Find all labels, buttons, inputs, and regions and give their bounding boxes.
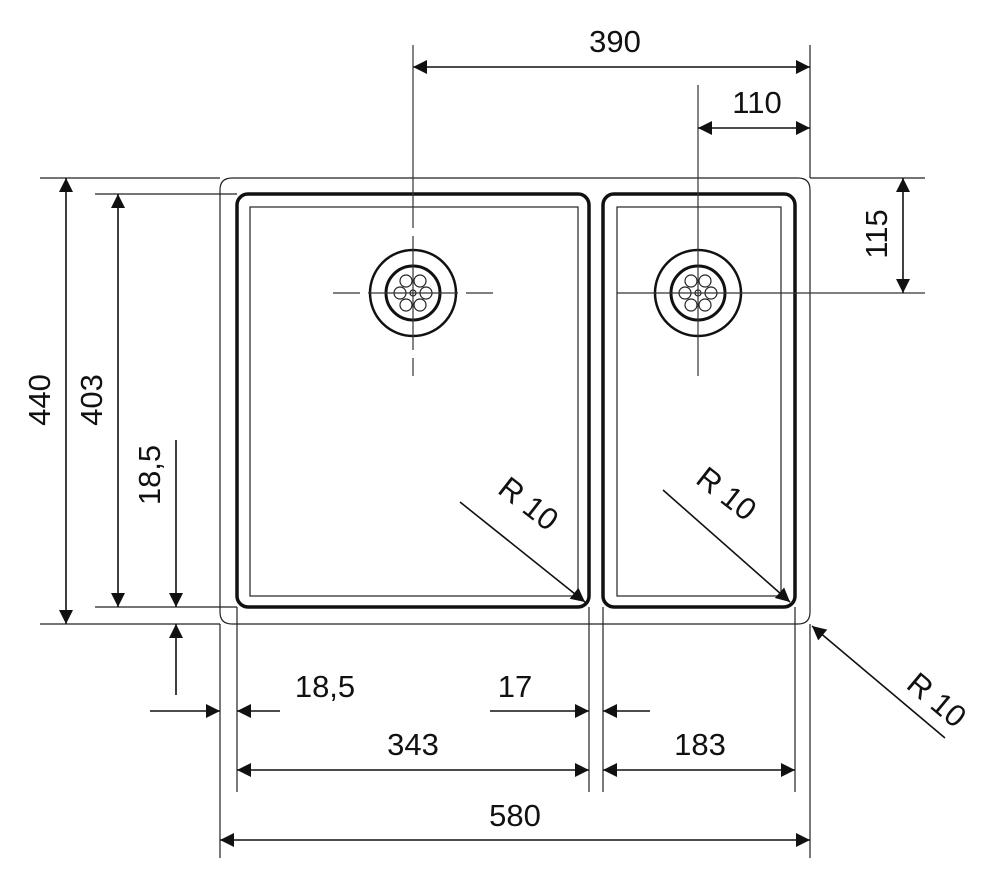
dimension-183: 183 [603, 727, 795, 777]
sink-outline [40, 177, 925, 625]
right-bowl [601, 192, 797, 609]
dim-label-580: 580 [489, 798, 541, 833]
dimension-390: 390 [413, 24, 810, 74]
dim-label-183: 183 [674, 727, 726, 762]
dim-label-110: 110 [732, 85, 781, 120]
dim-label-403: 403 [74, 374, 109, 426]
radius-label-right: R 10 [690, 460, 763, 528]
extension-lines [219, 45, 811, 858]
radius-right-bowl: R 10 [662, 460, 791, 603]
dim-label-17: 17 [498, 669, 532, 704]
dimension-17: 17 [490, 669, 650, 718]
dimension-580: 580 [220, 798, 810, 847]
dim-label-440: 440 [22, 374, 57, 426]
dimension-403: 403 [74, 194, 125, 607]
dim-label-343: 343 [387, 727, 439, 762]
dimension-115: 115 [859, 178, 910, 293]
dim-label-18-5-vertical: 18,5 [132, 445, 167, 505]
dimension-110: 110 [698, 85, 810, 135]
left-drain-icon [333, 45, 493, 376]
dim-label-115: 115 [859, 209, 894, 258]
dim-label-18-5-horizontal: 18,5 [295, 669, 355, 704]
radius-label-outer: R 10 [900, 666, 973, 735]
radius-left-bowl: R 10 [459, 470, 586, 603]
radius-label-left: R 10 [492, 470, 565, 538]
dimension-440: 440 [22, 178, 73, 624]
dimension-18-5-horizontal: 18,5 [150, 669, 355, 718]
dimension-343: 343 [237, 727, 589, 777]
dim-label-390: 390 [589, 24, 641, 59]
dimension-18-5-vertical: 18,5 [132, 440, 183, 695]
radius-outer: R 10 [811, 625, 973, 739]
